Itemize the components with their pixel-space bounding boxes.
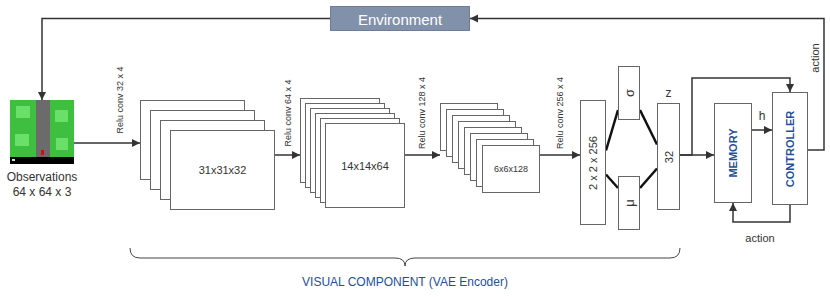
connector: [640, 110, 657, 145]
connector-line: [74, 142, 140, 144]
arrowhead: [470, 15, 478, 23]
arrowhead: [572, 151, 580, 159]
connector: [275, 151, 300, 159]
connector-line: [470, 19, 824, 151]
connector: [540, 151, 580, 159]
arrowhead: [432, 151, 440, 159]
node-text: 32: [663, 150, 675, 162]
connector-line: [606, 110, 618, 151]
caption-text: Observations: [7, 170, 78, 184]
node-text: CONTROLLER: [784, 110, 796, 186]
memory-box: MEMORY: [714, 103, 752, 203]
caption-text: 64 x 64 x 3: [13, 185, 72, 199]
feature-vector-box: 2 x 2 x 256: [580, 100, 606, 225]
node-text: μ: [622, 199, 637, 207]
controller-box: CONTROLLER: [772, 92, 808, 205]
node-text: 2 x 2 x 256: [587, 136, 599, 190]
connector: [470, 15, 824, 151]
mu-box: μ: [618, 176, 640, 230]
environment-box: Environment: [330, 6, 470, 31]
connector-line: [606, 175, 618, 189]
arrowhead: [764, 126, 772, 134]
connector-line: [640, 169, 657, 189]
feature-map-front: 6x6x128: [482, 145, 540, 193]
arrowhead: [786, 84, 794, 92]
connector-line: [640, 110, 657, 145]
edge-label: action: [809, 43, 821, 72]
connector: [640, 169, 657, 189]
edge-label: h: [759, 109, 766, 123]
latent-box: z32: [657, 103, 680, 210]
node-text: 31x31x32: [199, 164, 247, 176]
connector-line: [733, 203, 790, 222]
node-text: σ: [622, 89, 637, 97]
node-text: MEMORY: [727, 128, 739, 177]
arrowhead: [706, 151, 714, 159]
node-text: 14x14x64: [341, 160, 389, 172]
observation-node: Observations64 x 64 x 3: [10, 100, 74, 164]
observation-image: [10, 100, 74, 164]
arrowhead: [38, 92, 46, 100]
brace: [130, 248, 680, 266]
arrowhead: [132, 139, 140, 147]
feature-map-front: 14x14x64: [325, 123, 405, 208]
component-label: VISUAL COMPONENT (VAE Encoder): [302, 275, 508, 289]
node-text: Environment: [358, 10, 442, 27]
sigma-box: σ: [618, 66, 640, 120]
feature-map-stack: 14x14x64: [300, 98, 405, 208]
heading-text: z: [666, 86, 672, 100]
arrowhead: [729, 203, 737, 211]
feature-map-stack: 31x31x32: [140, 100, 275, 210]
feature-map-front: 31x31x32: [170, 130, 275, 210]
edge-label: action: [745, 232, 774, 244]
connector: [74, 139, 140, 147]
edge-label: Relu conv 256 x 4: [555, 77, 565, 149]
connector: [606, 110, 618, 151]
connector: [405, 151, 440, 159]
edge-label: Relu conv 128 x 4: [417, 77, 427, 149]
connector: [729, 203, 790, 222]
feature-map-stack: 6x6x128: [440, 103, 540, 193]
connector: [752, 126, 772, 134]
edge-label: Relu conv 32 x 4: [115, 66, 125, 133]
arrowhead: [292, 151, 300, 159]
connector: [606, 175, 618, 189]
edge-label: Relu conv 64 x 4: [283, 79, 293, 146]
node-text: 6x6x128: [494, 164, 528, 174]
